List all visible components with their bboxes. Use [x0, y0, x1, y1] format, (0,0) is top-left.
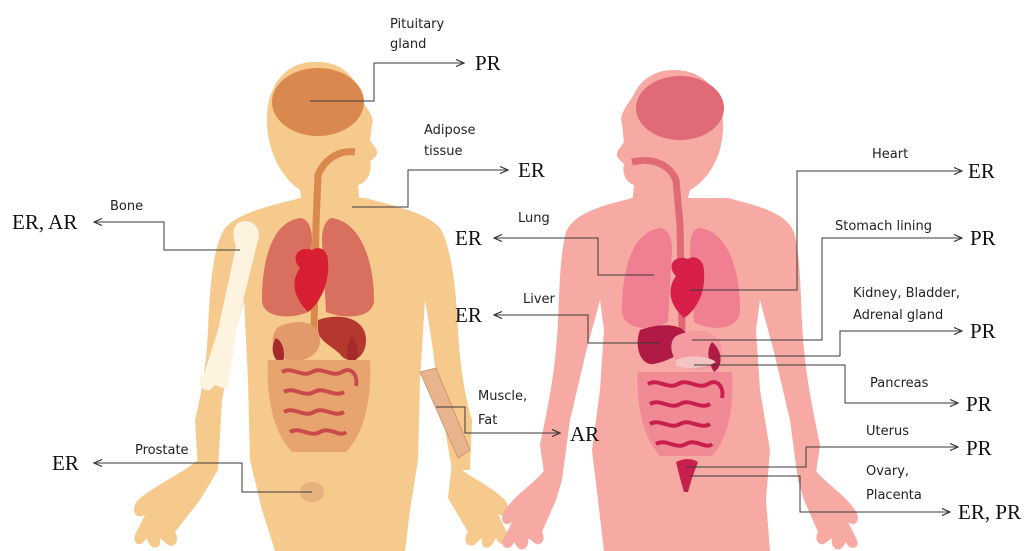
male-left-hand	[134, 460, 218, 548]
label-adipose-line1: Adipose	[424, 123, 476, 138]
label-pituitary-line2: gland	[390, 37, 426, 52]
receptor-ovary: ER, PR	[958, 500, 1021, 524]
receptor-stomach: PR	[970, 226, 996, 250]
female-body	[502, 70, 858, 551]
receptor-muscle: AR	[570, 422, 599, 446]
female-left-hand	[502, 470, 562, 549]
male-right-hand	[448, 462, 508, 548]
receptor-lung: ER	[455, 226, 482, 250]
label-uterus: Uterus	[866, 424, 909, 439]
label-ovary-line1: Ovary,	[866, 464, 909, 479]
female-right-hand	[798, 470, 858, 549]
label-pituitary-line1: Pituitary	[390, 17, 445, 32]
male-brain	[272, 68, 364, 136]
label-liver: Liver	[523, 292, 556, 307]
receptor-bone: ER, AR	[12, 210, 77, 234]
label-ovary-line2: Placenta	[866, 488, 922, 503]
label-kidney-line1: Kidney, Bladder,	[853, 286, 960, 301]
receptor-uterus: PR	[966, 436, 992, 460]
label-pancreas: Pancreas	[870, 376, 929, 391]
label-muscle-line1: Muscle,	[478, 389, 527, 404]
label-kidney-line2: Adrenal gland	[853, 308, 943, 323]
receptor-heart: ER	[968, 159, 995, 183]
label-stomach: Stomach lining	[835, 219, 932, 234]
female-brain	[636, 76, 724, 140]
receptor-pancreas: PR	[966, 392, 992, 416]
label-muscle-line2: Fat	[478, 413, 497, 428]
label-adipose-line2: tissue	[424, 144, 463, 159]
label-lung: Lung	[518, 211, 550, 226]
receptor-pituitary: PR	[475, 51, 501, 75]
label-bone: Bone	[110, 199, 143, 214]
receptor-kidney: PR	[970, 319, 996, 343]
receptor-prostate: ER	[52, 451, 79, 475]
receptor-liver: ER	[455, 303, 482, 327]
label-heart: Heart	[872, 147, 908, 162]
label-prostate: Prostate	[135, 443, 189, 458]
receptor-adipose: ER	[518, 158, 545, 182]
